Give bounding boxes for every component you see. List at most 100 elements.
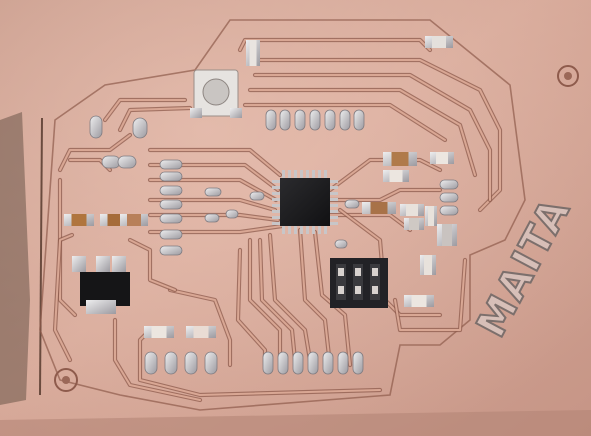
trace — [249, 89, 476, 176]
microcontroller-chip — [272, 170, 338, 234]
left-column-pad — [159, 185, 183, 196]
capacitor-body — [107, 214, 123, 226]
mounting-hole-bottom-left — [54, 368, 78, 392]
trace — [59, 179, 76, 316]
upper-left-pad — [132, 117, 148, 139]
trace — [54, 234, 73, 361]
bottom-row-pad — [352, 351, 364, 375]
chip-pin — [294, 170, 297, 178]
chip-pin — [272, 180, 280, 183]
chip-side-pad — [225, 209, 239, 219]
upper-left-pad — [117, 155, 137, 169]
chip-pin — [318, 170, 321, 178]
bottom-row-pad — [277, 351, 289, 375]
trace — [139, 329, 381, 396]
capacitor-body — [370, 202, 388, 214]
resistor-body — [389, 170, 403, 182]
top-row-pad — [324, 109, 336, 131]
chip-pin — [324, 170, 327, 178]
right-column-pad — [439, 205, 459, 216]
solder-pads — [89, 109, 459, 375]
routing-outline — [39, 19, 526, 411]
trace — [254, 74, 491, 201]
led-body — [424, 255, 432, 275]
left-frame-edge — [0, 112, 30, 405]
top-row-pad — [339, 109, 351, 131]
top-row-pad — [309, 109, 321, 131]
tactile-button — [190, 69, 242, 118]
chip-pin — [312, 226, 315, 234]
resistor-body — [411, 295, 427, 307]
right-column-pad — [439, 179, 459, 190]
upper-left-pad — [101, 155, 121, 169]
chip-pin — [318, 226, 321, 234]
bottom-left-pad — [184, 351, 198, 375]
chip-pin — [306, 226, 309, 234]
top-row-pad — [294, 109, 306, 131]
chip-side-pad — [204, 213, 220, 223]
chip-pin — [330, 192, 338, 195]
chip-pin — [272, 186, 280, 189]
chip-pin — [300, 170, 303, 178]
chip-pin — [288, 170, 291, 178]
chip-pin — [300, 226, 303, 234]
left-column-pad — [159, 229, 183, 240]
capacitor-body — [71, 214, 87, 226]
trace — [149, 149, 281, 176]
voltage-regulator — [72, 256, 130, 314]
trace — [249, 239, 281, 361]
led-body — [442, 224, 452, 246]
chip-pin — [330, 180, 338, 183]
trace — [169, 289, 231, 366]
left-column-pad — [159, 245, 183, 256]
chip-pin — [272, 222, 280, 225]
bottom-row-pad — [292, 351, 304, 375]
bottom-left-pad — [164, 351, 178, 375]
trace — [59, 134, 131, 171]
chip-pin — [312, 170, 315, 178]
right-column-pad — [439, 192, 459, 203]
chip-pin — [306, 170, 309, 178]
bottom-row-pad — [322, 351, 334, 375]
bottom-edge-shadow — [0, 410, 591, 436]
chip-side-pad — [249, 191, 265, 201]
chip-pin — [330, 186, 338, 189]
chip-pin — [272, 216, 280, 219]
trace — [104, 99, 186, 121]
trace — [394, 259, 466, 331]
trace — [129, 239, 176, 291]
top-row-pad — [353, 109, 365, 131]
capacitor-body — [391, 152, 409, 166]
chip-pin — [294, 226, 297, 234]
top-row-pad — [279, 109, 291, 131]
resistor-body — [249, 40, 257, 66]
left-column-pad — [159, 213, 183, 224]
left-frame-line — [39, 117, 43, 396]
bottom-row-pad — [262, 351, 274, 375]
chip-pin — [324, 226, 327, 234]
mounting-hole-top-right — [557, 65, 579, 87]
chip-pin — [272, 198, 280, 201]
chip-pin — [272, 192, 280, 195]
trace — [114, 319, 201, 401]
chip-side-pad — [334, 239, 348, 249]
chip-pin — [330, 204, 338, 207]
bottom-left-pad — [144, 351, 158, 375]
resistor-body — [428, 206, 434, 226]
resistor-body — [436, 152, 448, 164]
chip-pin — [272, 204, 280, 207]
chip-pin — [272, 210, 280, 213]
trace — [119, 107, 191, 131]
chip-pin — [288, 226, 291, 234]
resistor-body — [127, 214, 141, 226]
chip-pin — [330, 216, 338, 219]
bottom-row-pad — [307, 351, 319, 375]
top-row-pad — [265, 109, 277, 131]
resistor-body — [151, 326, 167, 338]
chip-pin — [282, 170, 285, 178]
bottom-row-pad — [337, 351, 349, 375]
pin-header — [330, 258, 388, 308]
trace — [299, 229, 331, 366]
